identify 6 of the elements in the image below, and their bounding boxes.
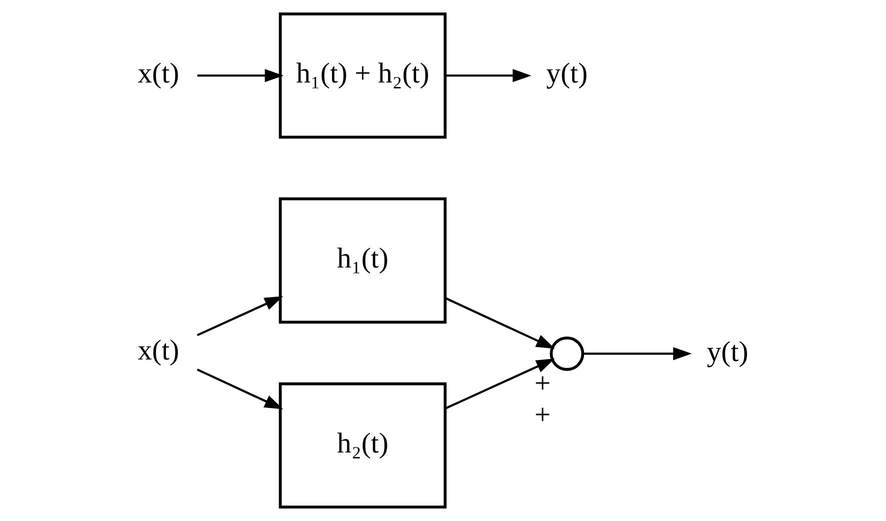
node-text: y(t) [706,336,748,368]
node-label: + [534,398,551,431]
node-text: y(t) [546,58,588,90]
node-text: x(t) [138,334,180,366]
node-text: x(t) [138,58,180,90]
node-label: + [534,367,551,400]
